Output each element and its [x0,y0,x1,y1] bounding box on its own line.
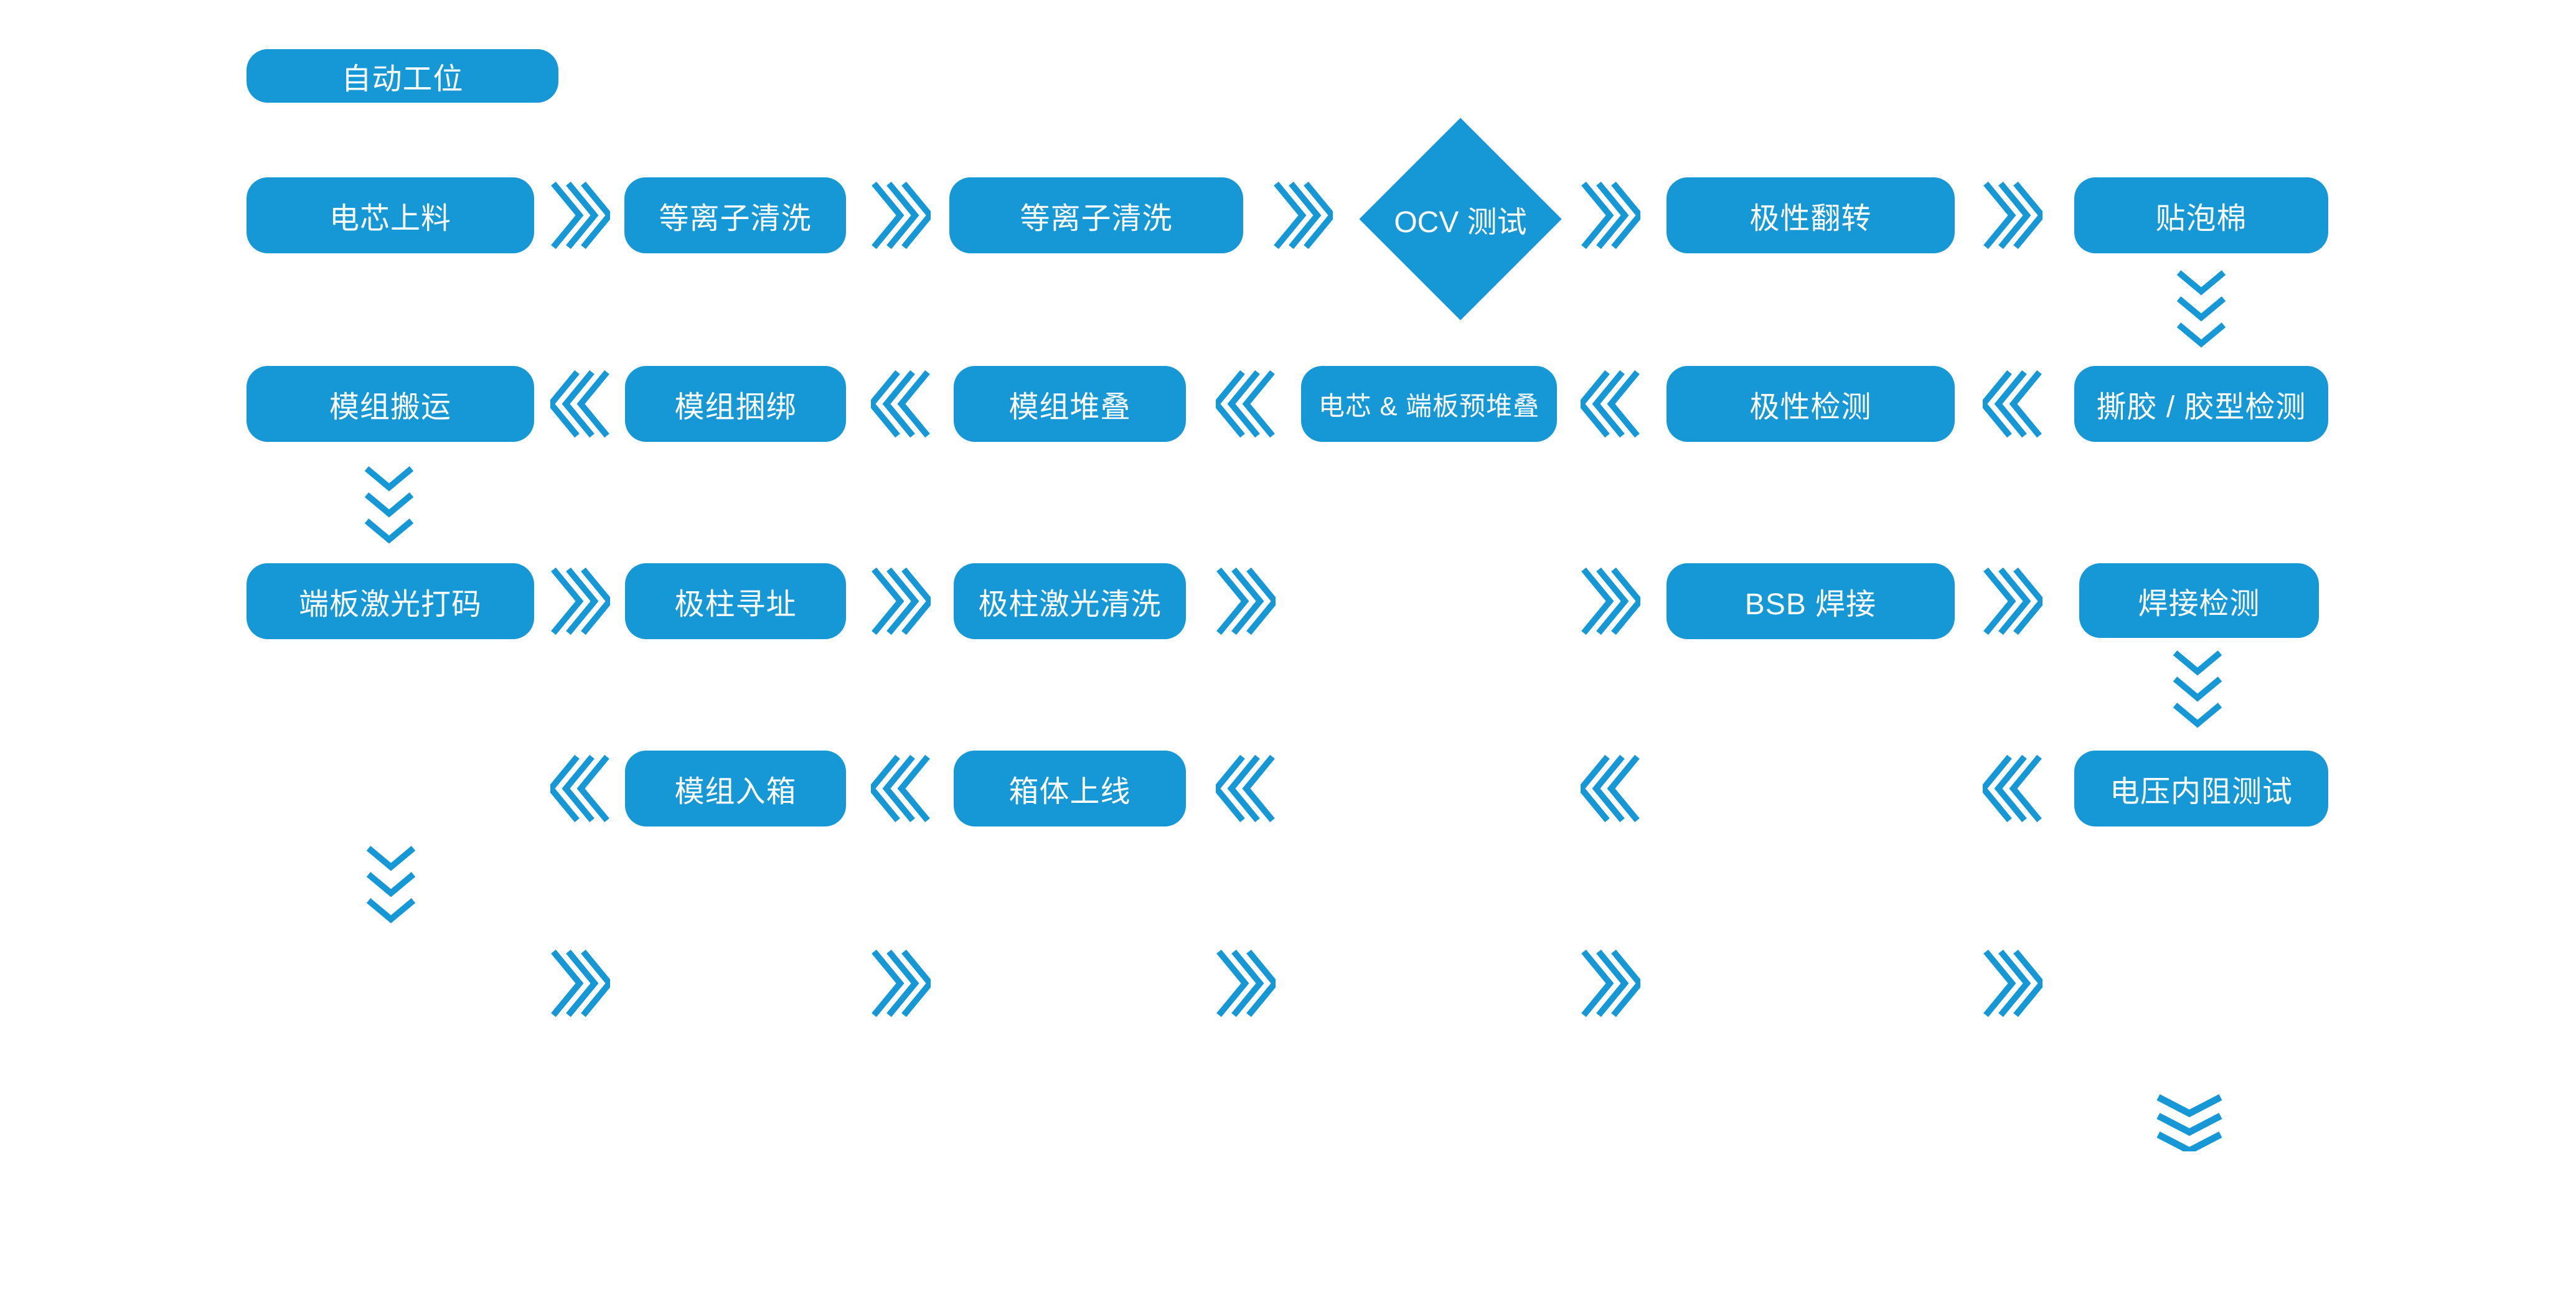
node-voltage-ir-test: 电压内阻测试 [2074,751,2328,826]
node-plasma-clean-2: 等离子清洗 [949,177,1243,253]
flow-arrow-down-icon [364,465,414,546]
node-tape-tear-glue-check: 撕胶 / 胶型检测 [2074,366,2328,442]
flow-arrow-left-icon [1581,370,1640,438]
flow-arrow-left-icon [1216,754,1276,823]
flow-arrow-right-icon [550,567,610,635]
flow-arrow-left-icon [871,754,931,823]
flow-arrow-right-icon [1216,567,1276,635]
node-module-transfer: 模组搬运 [247,366,534,442]
flow-arrow-right-icon [871,181,931,250]
legend-badge-auto-station: 自动工位 [247,49,558,103]
node-polarity-flip: 极性翻转 [1666,177,1955,253]
flow-arrow-left-icon [550,370,610,438]
flow-arrow-right-icon [550,181,610,250]
flow-arrow-right-icon [871,567,931,635]
flow-arrow-left-icon [871,370,931,438]
node-module-strapping: 模组捆绑 [625,366,846,442]
flow-arrow-left-icon [1581,754,1640,823]
flow-arrow-right-icon [1216,949,1276,1018]
flow-arrow-down-icon [2173,649,2222,730]
node-ocv-test-label: OCV 测试 [1394,206,1527,239]
node-pole-addressing: 极柱寻址 [625,563,846,639]
node-module-stacking: 模组堆叠 [954,366,1186,442]
flow-arrow-right-icon [1581,949,1640,1018]
flow-arrow-right-icon [1273,181,1333,250]
flow-arrow-right-icon [1581,567,1640,635]
node-welding-inspection: 焊接检测 [2079,563,2319,638]
flow-arrow-down-icon [2155,1094,2224,1151]
flow-arrow-left-icon [1983,370,2042,438]
flow-arrow-left-icon [1983,754,2042,823]
node-plasma-clean-1: 等离子清洗 [624,177,846,253]
flow-arrow-right-icon [1983,181,2042,250]
node-box-loading: 箱体上线 [954,751,1186,826]
node-endplate-laser-marking: 端板激光打码 [247,563,534,639]
flow-arrow-left-icon [1216,370,1276,438]
node-cell-loading: 电芯上料 [247,177,534,253]
flow-arrow-right-icon [1983,949,2042,1018]
flow-arrow-left-icon [550,754,610,823]
flow-arrow-right-icon [550,949,610,1018]
flow-arrow-right-icon [871,949,931,1018]
node-bsb-welding: BSB 焊接 [1666,563,1955,639]
flow-arrow-right-icon [1581,181,1640,250]
node-foam-taping: 贴泡棉 [2074,177,2328,253]
node-pole-laser-cleaning: 极柱激光清洗 [954,563,1186,639]
node-polarity-check: 极性检测 [1666,366,1955,442]
flow-arrow-down-icon [2176,269,2226,350]
node-module-into-box: 模组入箱 [625,751,846,826]
node-cell-endplate-prestack: 电芯 & 端板预堆叠 [1301,366,1557,442]
flow-arrow-down-icon [366,845,416,925]
flow-arrow-right-icon [1983,567,2042,635]
